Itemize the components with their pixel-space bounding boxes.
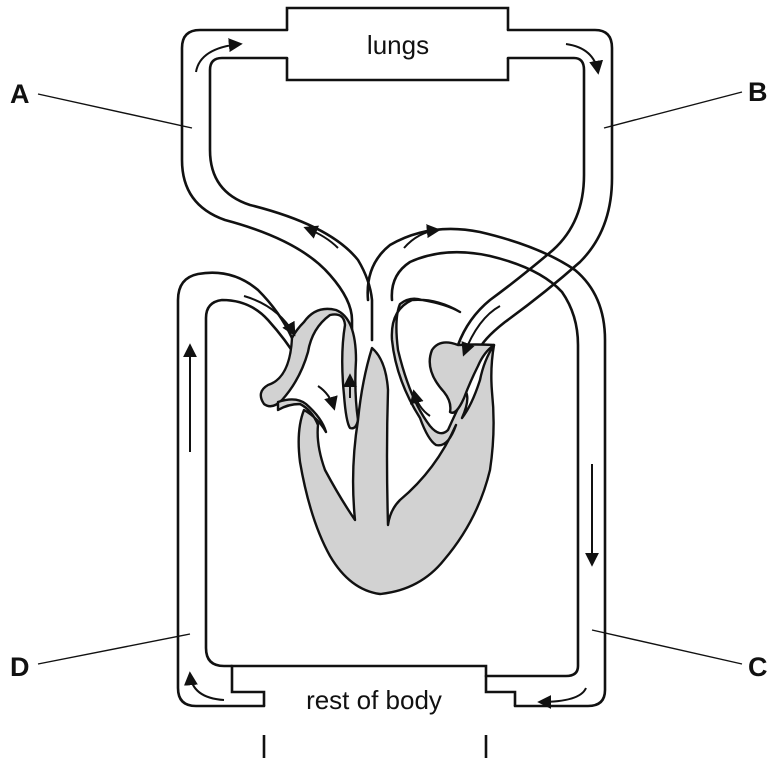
label-d: D [10,652,30,682]
label-a: A [10,79,30,109]
flow-arrows [190,44,598,702]
arrow-from-body [190,674,224,700]
vessel-b-pulmonary-vein [458,30,612,352]
label-c: C [748,652,768,682]
label-b: B [748,77,768,107]
arrow-into-body [540,688,586,702]
leader-line-b [604,92,742,128]
vessel-a-pulmonary-artery [182,30,372,340]
vessel-d-vena-cava [178,273,298,706]
lungs-label: lungs [367,30,429,60]
leader-line-a [38,94,192,128]
arrow-right-atrium-down [318,386,334,408]
body-label: rest of body [306,685,442,715]
leader-line-d [38,634,190,664]
leader-line-c [592,630,742,664]
